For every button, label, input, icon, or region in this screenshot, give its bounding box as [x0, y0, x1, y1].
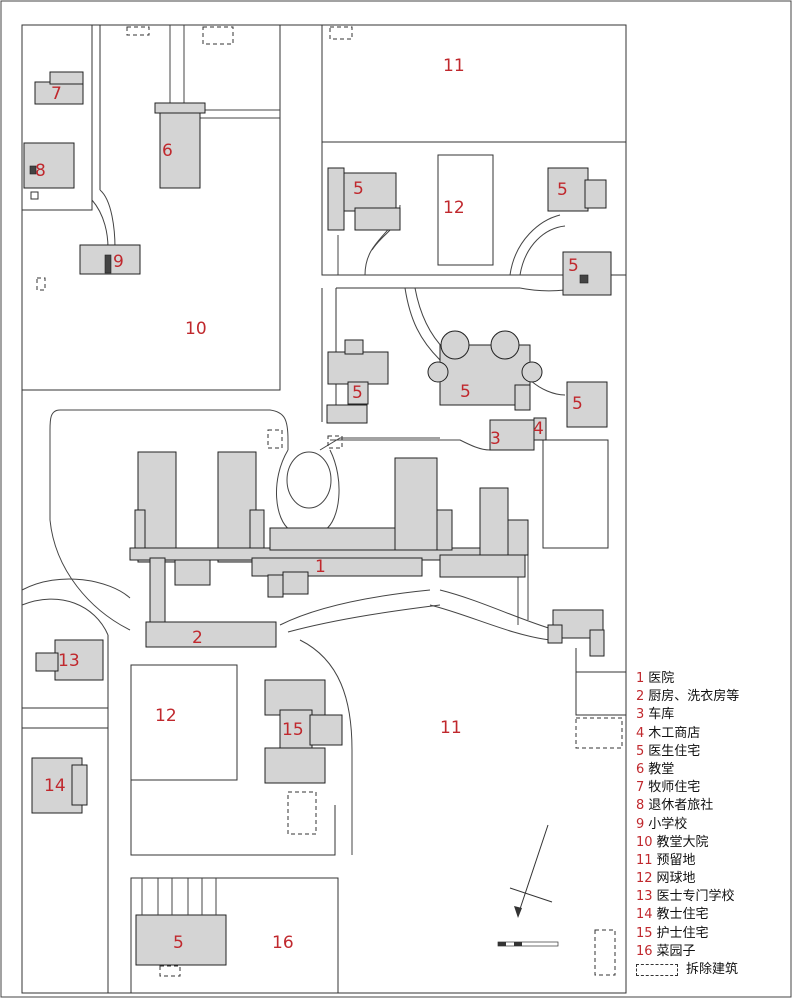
label-5g: 5 — [173, 933, 184, 953]
label-13: 13 — [58, 651, 80, 671]
label-5b: 5 — [557, 180, 568, 200]
label-1: 1 — [315, 557, 326, 577]
label-9: 9 — [113, 252, 124, 272]
label-5d: 5 — [352, 383, 363, 403]
label-11a: 11 — [443, 56, 465, 76]
label-3: 3 — [490, 429, 501, 449]
label-11b: 11 — [440, 718, 462, 738]
legend-item-demolished: 拆除建筑 — [636, 961, 786, 979]
garden-rows — [141, 878, 217, 915]
label-16: 16 — [272, 933, 294, 953]
label-2: 2 — [192, 628, 203, 648]
label-5f: 5 — [572, 394, 583, 414]
label-5a: 5 — [353, 179, 364, 199]
label-12a: 12 — [443, 198, 465, 218]
label-8: 8 — [35, 161, 46, 181]
map-labels: 1 2 3 4 5 5 5 5 5 5 5 6 7 8 9 10 11 11 1… — [35, 56, 583, 953]
label-7: 7 — [51, 84, 62, 104]
north-arrow-icon — [509, 824, 553, 918]
scale-bar-icon — [497, 941, 559, 947]
road-network — [21, 25, 566, 855]
label-5e: 5 — [460, 382, 471, 402]
label-12b: 12 — [155, 706, 177, 726]
label-6: 6 — [162, 141, 173, 161]
dashed-box-icon — [636, 963, 678, 976]
site-boundary — [21, 24, 627, 994]
demolished-buildings — [36, 26, 623, 977]
label-15: 15 — [282, 720, 304, 740]
label-4: 4 — [533, 419, 544, 439]
parcel-lines — [21, 24, 626, 993]
buildings — [23, 71, 612, 966]
label-5c: 5 — [568, 256, 579, 276]
label-10: 10 — [185, 319, 207, 339]
label-14: 14 — [44, 776, 66, 796]
